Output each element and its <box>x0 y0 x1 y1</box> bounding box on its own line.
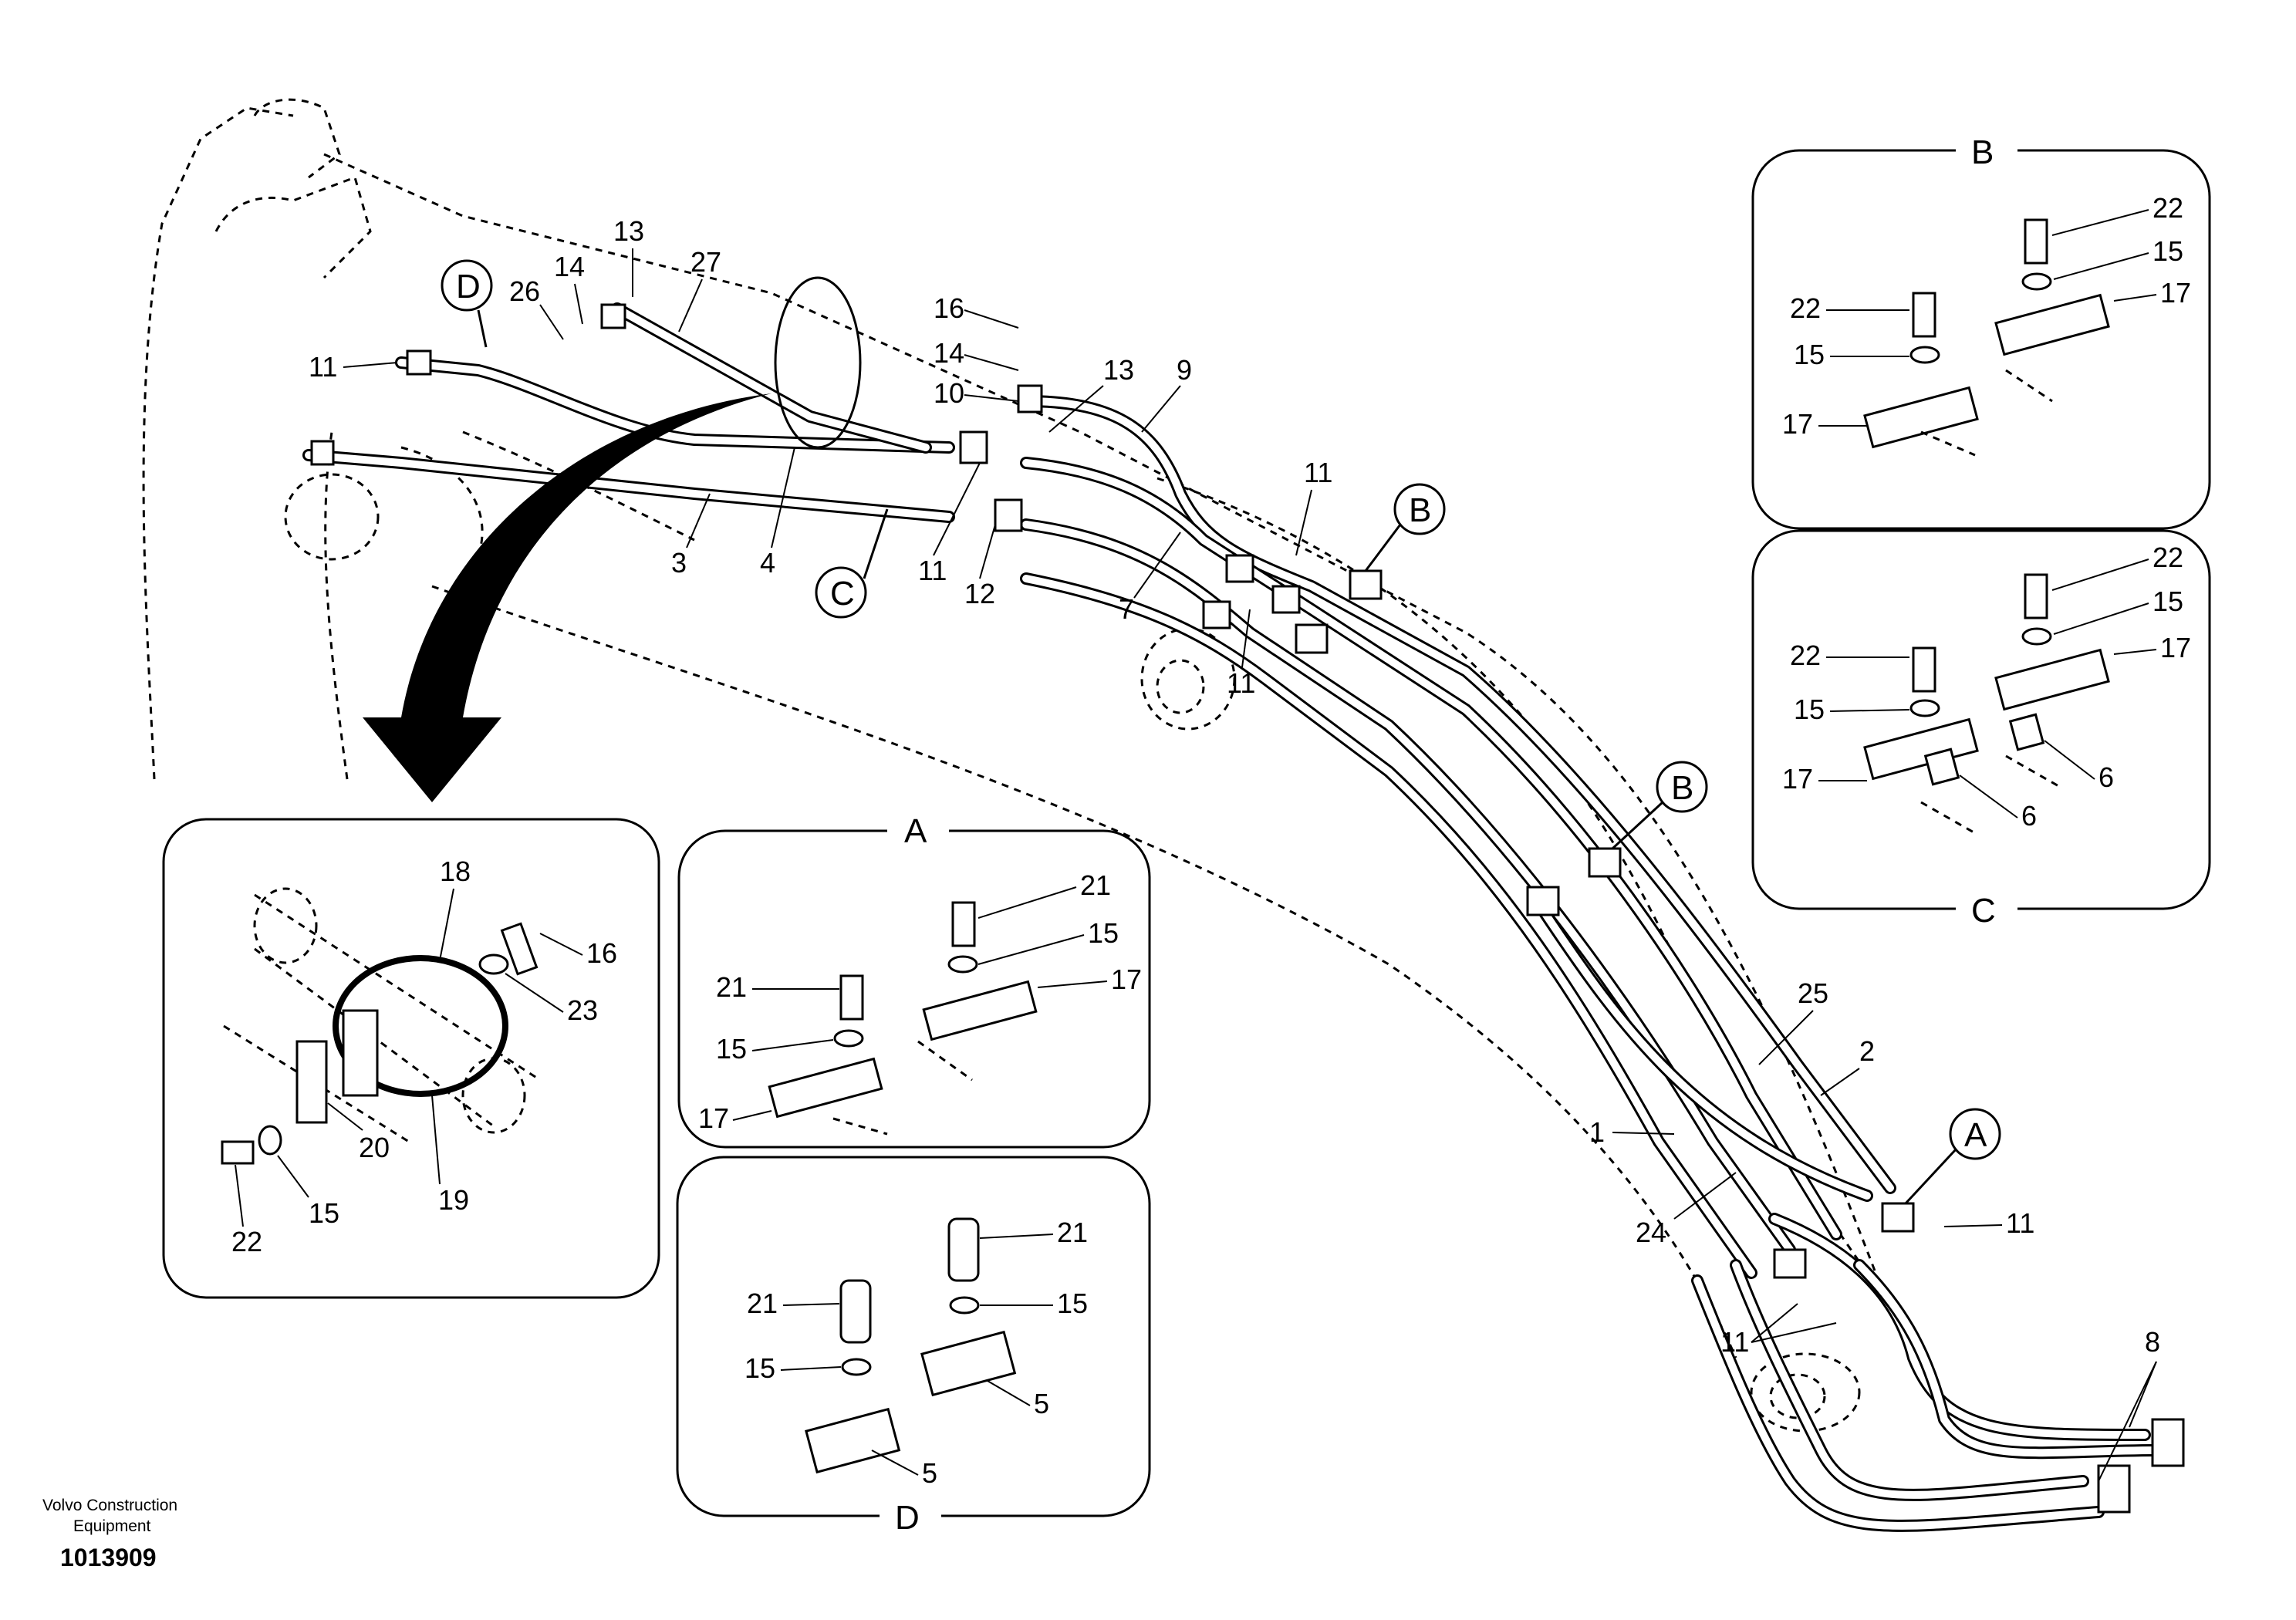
label-21: 21 <box>1057 1217 1088 1248</box>
view-callouts: D C B B A <box>441 259 2001 1205</box>
label-17: 17 <box>1111 964 1142 995</box>
company-name: Volvo Construction <box>42 1497 177 1514</box>
label-9: 9 <box>1177 354 1192 386</box>
label-11: 11 <box>1227 667 1255 699</box>
label-15: 15 <box>2152 235 2183 267</box>
label-5: 5 <box>922 1457 937 1489</box>
label-7: 7 <box>1119 593 1134 625</box>
view-a-panel: A 21 15 17 21 15 17 <box>677 812 1151 1149</box>
callout-a: A <box>1964 1116 1987 1154</box>
detail-arrow <box>363 393 772 802</box>
label-17: 17 <box>2160 277 2191 309</box>
label-17: 17 <box>1782 408 1813 440</box>
label-2: 2 <box>1859 1035 1875 1067</box>
label-16: 16 <box>586 937 617 969</box>
view-c-panel: C 22 15 17 6 22 15 17 6 <box>1751 529 2211 930</box>
hydraulic-lines <box>302 302 2166 1532</box>
label-14: 14 <box>934 337 964 369</box>
label-22: 22 <box>2152 192 2183 224</box>
label-22: 22 <box>1790 292 1821 324</box>
label-15: 15 <box>1794 694 1825 725</box>
callout-b-lower: B <box>1671 769 1693 807</box>
label-19: 19 <box>438 1184 469 1216</box>
label-16: 16 <box>934 292 964 324</box>
callout-d: D <box>456 268 481 305</box>
label-11: 11 <box>2006 1207 2034 1239</box>
label-21: 21 <box>716 971 747 1003</box>
label-6: 6 <box>2021 800 2037 832</box>
label-10: 10 <box>934 377 964 409</box>
label-13: 13 <box>613 215 644 247</box>
label-22: 22 <box>231 1226 262 1257</box>
label-11: 11 <box>309 351 337 383</box>
footer: Volvo Construction Equipment 1013909 <box>42 1497 177 1571</box>
label-14: 14 <box>554 251 585 282</box>
label-5: 5 <box>1034 1388 1049 1419</box>
callout-c: C <box>830 575 855 613</box>
drawing-number: 1013909 <box>60 1544 157 1571</box>
clamp-detail-panel: 18 16 23 20 19 15 22 <box>162 818 660 1299</box>
fittings <box>310 276 2185 1514</box>
label-15: 15 <box>745 1352 775 1384</box>
label-21: 21 <box>747 1288 778 1319</box>
view-c-title: C <box>1971 892 1996 930</box>
label-20: 20 <box>359 1132 390 1163</box>
label-24: 24 <box>1636 1217 1666 1248</box>
label-6: 6 <box>2098 761 2114 793</box>
label-15: 15 <box>2152 586 2183 617</box>
label-22: 22 <box>2152 542 2183 573</box>
label-12: 12 <box>964 578 995 609</box>
label-15: 15 <box>716 1033 747 1065</box>
view-b-title: B <box>1971 133 1994 171</box>
label-11: 11 <box>918 555 947 586</box>
label-18: 18 <box>440 856 471 887</box>
label-4: 4 <box>760 547 775 579</box>
label-17: 17 <box>2160 632 2191 663</box>
label-15: 15 <box>1057 1288 1088 1319</box>
label-22: 22 <box>1790 640 1821 671</box>
company-subtitle: Equipment <box>73 1517 151 1535</box>
label-17: 17 <box>698 1102 729 1134</box>
view-a-title: A <box>904 812 927 850</box>
view-b-panel: B 22 15 17 22 15 17 <box>1751 131 2211 530</box>
label-1: 1 <box>1589 1116 1605 1148</box>
callout-b-upper: B <box>1409 491 1431 529</box>
label-15: 15 <box>1794 339 1825 370</box>
label-8: 8 <box>2145 1326 2160 1358</box>
label-27: 27 <box>690 246 721 278</box>
label-13: 13 <box>1103 354 1134 386</box>
view-d-panel: D 21 15 5 21 15 5 <box>676 1156 1151 1537</box>
label-11: 11 <box>1304 457 1332 488</box>
label-25: 25 <box>1798 977 1828 1009</box>
label-3: 3 <box>671 547 687 579</box>
label-23: 23 <box>567 994 598 1026</box>
label-26: 26 <box>509 275 540 307</box>
label-15: 15 <box>1088 917 1119 949</box>
view-d-title: D <box>895 1499 920 1537</box>
label-21: 21 <box>1080 869 1111 901</box>
main-part-labels: 11 26 14 13 27 3 4 16 14 10 13 9 11 12 7… <box>309 215 2160 1482</box>
label-15: 15 <box>309 1197 339 1229</box>
label-17: 17 <box>1782 763 1813 795</box>
label-11: 11 <box>1720 1326 1749 1358</box>
